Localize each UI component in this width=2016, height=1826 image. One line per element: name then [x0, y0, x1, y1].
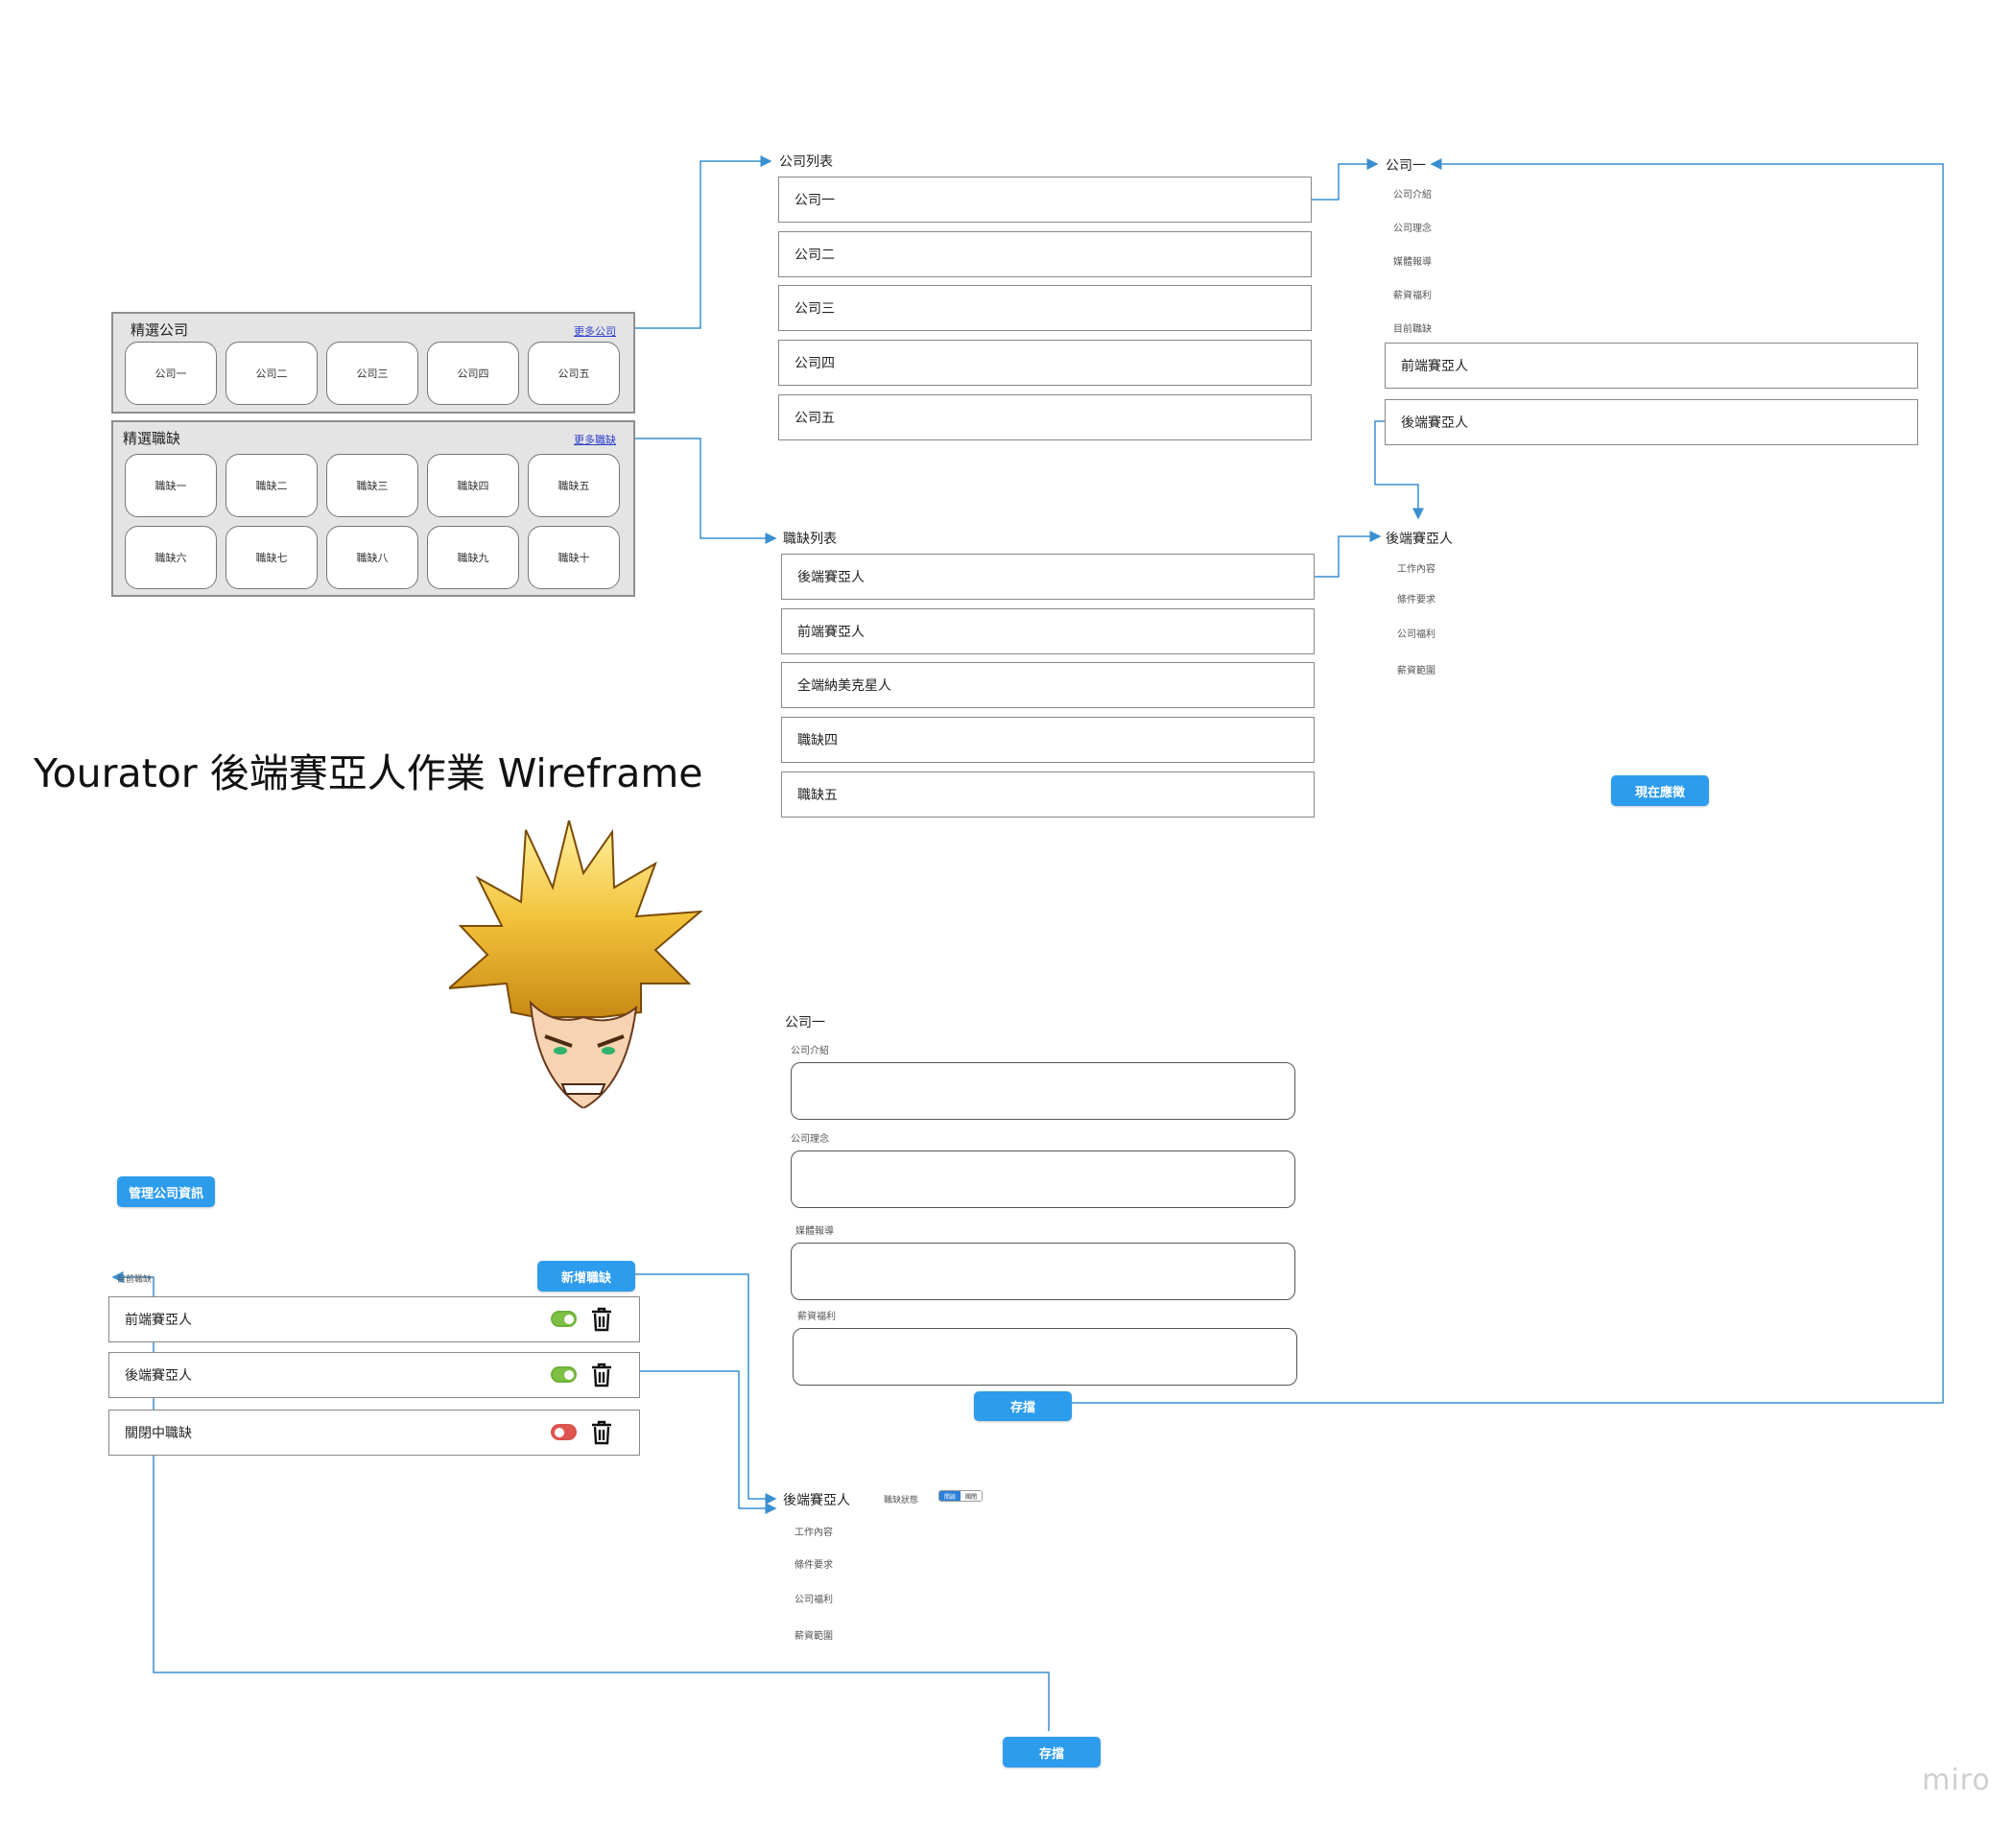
job-list-item[interactable]: 職缺四	[781, 717, 1315, 763]
job-edit-section: 條件要求	[795, 1560, 833, 1571]
job-detail-section: 條件要求	[1397, 595, 1435, 605]
company-list-title: 公司列表	[779, 154, 833, 170]
trash-icon[interactable]	[591, 1307, 612, 1332]
job-status-toggle[interactable]	[551, 1424, 577, 1440]
job-edit-section: 工作內容	[795, 1528, 833, 1538]
company-form-title: 公司一	[785, 1015, 825, 1031]
more-jobs-link[interactable]: 更多職缺	[574, 434, 616, 446]
company-intro-textarea[interactable]	[791, 1062, 1295, 1120]
form-label: 媒體報導	[795, 1226, 834, 1237]
job-status-toggle[interactable]	[551, 1366, 577, 1383]
status-option-closed[interactable]: 關閉	[961, 1491, 982, 1501]
trash-icon[interactable]	[591, 1363, 612, 1387]
job-detail-title: 後端賽亞人	[1386, 532, 1453, 547]
toggle-knob	[563, 1314, 574, 1324]
status-option-open[interactable]: 開啟	[939, 1491, 961, 1501]
company-philosophy-textarea[interactable]	[791, 1150, 1295, 1208]
job-detail-section: 工作內容	[1397, 564, 1435, 575]
more-companies-link[interactable]: 更多公司	[574, 325, 616, 338]
job-status-label: 職缺狀態	[884, 1496, 919, 1506]
managed-job-row[interactable]: 關閉中職缺	[108, 1410, 640, 1456]
featured-jobs-panel: 精選職缺 更多職缺 職缺一 職缺二 職缺三 職缺四 職缺五 職缺六 職缺七 職缺…	[111, 420, 635, 597]
manage-company-button[interactable]: 管理公司資訊	[117, 1176, 215, 1207]
company-detail-section: 公司理念	[1393, 224, 1432, 234]
company-detail-section: 目前職缺	[1393, 324, 1432, 335]
form-label: 公司介紹	[791, 1046, 829, 1056]
media-coverage-textarea[interactable]	[791, 1243, 1295, 1300]
job-tile[interactable]: 職缺四	[427, 454, 519, 517]
company-detail-section: 公司介紹	[1393, 190, 1432, 201]
company-tile[interactable]: 公司一	[125, 342, 217, 405]
company-list-item[interactable]: 公司四	[778, 340, 1312, 386]
job-tile[interactable]: 職缺五	[528, 454, 620, 517]
company-save-button[interactable]: 存擋	[974, 1391, 1072, 1421]
company-job-item[interactable]: 前端賽亞人	[1385, 343, 1918, 389]
job-edit-section: 薪資範圍	[795, 1631, 833, 1642]
job-list-item[interactable]: 後端賽亞人	[781, 554, 1315, 600]
managed-job-name: 關閉中職缺	[125, 1426, 192, 1441]
salary-benefits-textarea[interactable]	[793, 1328, 1297, 1386]
managed-job-name: 後端賽亞人	[125, 1368, 192, 1384]
featured-companies-title: 精選公司	[130, 321, 189, 339]
job-tile[interactable]: 職缺六	[125, 526, 217, 589]
company-job-item[interactable]: 後端賽亞人	[1385, 399, 1918, 445]
company-list-item[interactable]: 公司二	[778, 231, 1312, 277]
featured-jobs-title: 精選職缺	[123, 430, 181, 447]
apply-now-button[interactable]: 現在應徵	[1611, 775, 1709, 806]
job-status-toggle[interactable]	[551, 1311, 577, 1327]
job-save-button[interactable]: 存擋	[1003, 1737, 1101, 1767]
job-list-item[interactable]: 前端賽亞人	[781, 608, 1315, 654]
company-list-item[interactable]: 公司五	[778, 394, 1312, 440]
job-detail-section: 公司福利	[1397, 629, 1435, 640]
managed-job-row[interactable]: 後端賽亞人	[108, 1352, 640, 1398]
add-job-button[interactable]: 新增職缺	[537, 1261, 635, 1292]
job-edit-title: 後端賽亞人	[783, 1493, 850, 1508]
managed-job-row[interactable]: 前端賽亞人	[108, 1296, 640, 1342]
job-status-segmented-control[interactable]: 開啟 關閉	[938, 1490, 983, 1502]
job-tile[interactable]: 職缺八	[326, 526, 418, 589]
job-list-title: 職缺列表	[783, 532, 837, 547]
job-tile[interactable]: 職缺七	[225, 526, 318, 589]
job-detail-section: 薪資範圍	[1397, 666, 1435, 676]
trash-icon[interactable]	[591, 1420, 612, 1445]
current-jobs-label: 目前職缺	[117, 1275, 153, 1285]
toggle-knob	[563, 1369, 574, 1380]
form-label: 公司理念	[791, 1134, 829, 1145]
company-detail-section: 媒體報導	[1393, 257, 1432, 268]
company-list-item[interactable]: 公司三	[778, 285, 1312, 331]
job-tile[interactable]: 職缺三	[326, 454, 418, 517]
toggle-knob	[554, 1427, 564, 1437]
company-tile[interactable]: 公司四	[427, 342, 519, 405]
job-edit-section: 公司福利	[795, 1595, 833, 1605]
form-label: 薪資福利	[797, 1312, 836, 1322]
job-list-item[interactable]: 全端納美克星人	[781, 662, 1315, 708]
company-tile[interactable]: 公司五	[528, 342, 620, 405]
company-detail-title: 公司一	[1386, 158, 1426, 174]
job-tile[interactable]: 職缺十	[528, 526, 620, 589]
featured-companies-panel: 精選公司 更多公司 公司一 公司二 公司三 公司四 公司五	[111, 312, 635, 414]
job-list-item[interactable]: 職缺五	[781, 771, 1315, 818]
goku-illustration	[449, 820, 702, 1108]
board-title: Yourator 後端賽亞人作業 Wireframe	[34, 750, 703, 796]
managed-job-name: 前端賽亞人	[125, 1313, 192, 1328]
company-detail-section: 薪資福利	[1393, 291, 1432, 301]
job-tile[interactable]: 職缺九	[427, 526, 519, 589]
company-list-item[interactable]: 公司一	[778, 177, 1312, 223]
job-tile[interactable]: 職缺一	[125, 454, 217, 517]
company-tile[interactable]: 公司二	[225, 342, 318, 405]
miro-logo: miro	[1922, 1764, 1991, 1797]
job-tile[interactable]: 職缺二	[225, 454, 318, 517]
company-tile[interactable]: 公司三	[326, 342, 418, 405]
